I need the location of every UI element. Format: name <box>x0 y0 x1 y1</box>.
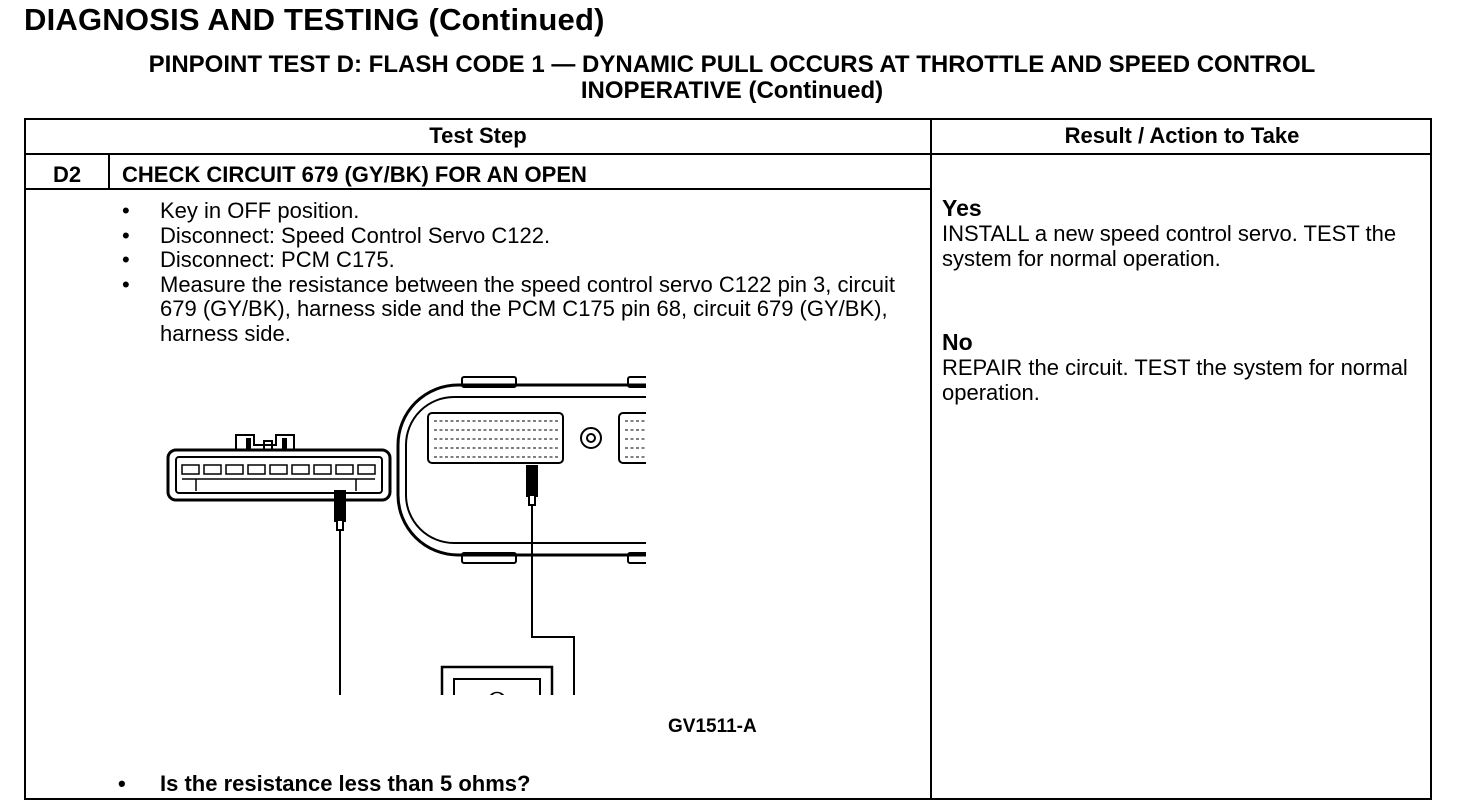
result-no-text: REPAIR the circuit. TEST the system for … <box>942 355 1408 405</box>
pinpoint-test-title-line1: PINPOINT TEST D: FLASH CODE 1 — DYNAMIC … <box>148 51 1316 78</box>
result-no-head: No <box>942 329 973 355</box>
result-yes-text: INSTALL a new speed control servo. TEST … <box>942 221 1397 271</box>
step-title-divider <box>26 188 930 190</box>
pinpoint-test-title-line2: INOPERATIVE (Continued) <box>580 77 884 104</box>
step-question-text: Is the resistance less than 5 ohms? <box>160 771 531 796</box>
result-no: No REPAIR the circuit. TEST the system f… <box>942 329 1422 406</box>
instruction-item: Disconnect: PCM C175. <box>118 247 908 273</box>
column-header-test-step: Test Step <box>429 123 527 148</box>
step-instructions: Key in OFF position. Disconnect: Speed C… <box>118 198 908 347</box>
instruction-item: Disconnect: Speed Control Servo C122. <box>118 223 908 249</box>
ohm-symbol: Ω <box>486 688 508 695</box>
result-yes-head: Yes <box>942 195 982 221</box>
servo-connector-c122-icon <box>166 434 392 502</box>
column-divider <box>930 120 932 798</box>
result-yes: Yes INSTALL a new speed control servo. T… <box>942 195 1422 272</box>
step-id: D2 <box>52 162 82 187</box>
step-title: CHECK CIRCUIT 679 (GY/BK) FOR AN OPEN <box>122 162 587 187</box>
instruction-item: Key in OFF position. <box>118 198 908 224</box>
page-title: DIAGNOSIS AND TESTING (Continued) <box>24 2 605 37</box>
probe-servo-icon <box>334 490 346 531</box>
test-table: Test Step Result / Action to Take D2 CHE… <box>24 118 1432 800</box>
step-question: Is the resistance less than 5 ohms? <box>118 771 531 797</box>
test-lead-positive <box>339 530 341 695</box>
probe-pcm-icon <box>526 465 538 506</box>
ohmmeter-icon <box>440 665 554 695</box>
step-id-divider <box>108 153 110 188</box>
header-row-divider <box>26 153 1430 155</box>
instruction-item: Measure the resistance between the speed… <box>118 272 908 347</box>
pcm-connector-c175-icon <box>396 376 646 564</box>
wiring-diagram: Ω + − <box>166 376 646 695</box>
test-lead-negative <box>531 505 575 695</box>
pinpoint-test-title: PINPOINT TEST D: FLASH CODE 1 — DYNAMIC … <box>24 52 1440 104</box>
figure-code: GV1511-A <box>668 716 757 737</box>
column-header-result: Result / Action to Take <box>1064 123 1300 148</box>
